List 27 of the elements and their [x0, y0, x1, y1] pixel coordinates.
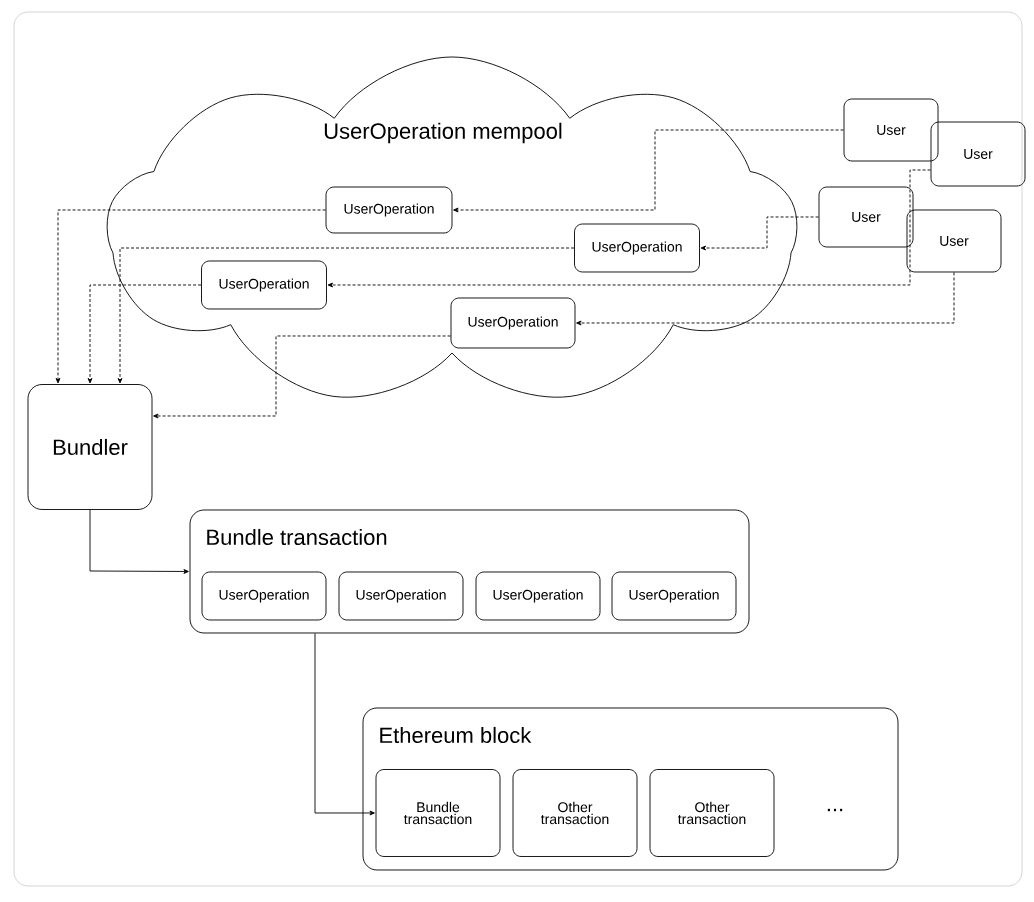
arrow [153, 335, 451, 419]
process-box: UserOperation [611, 571, 737, 621]
arrow [89, 509, 189, 574]
arrow [576, 272, 955, 326]
transaction-box: Other transaction [512, 769, 638, 857]
user-box: User [930, 121, 1026, 187]
user-box: User [818, 186, 914, 248]
user-box: User [843, 98, 939, 162]
process-box: UserOperation [201, 571, 327, 621]
arrow [327, 169, 931, 288]
ellipsis-text: ... [827, 808, 843, 812]
arrow [117, 247, 575, 384]
arrow [453, 129, 844, 213]
process-box: UserOperation [325, 186, 453, 234]
transaction-box: Bundle transaction [375, 769, 501, 857]
arrow [87, 284, 202, 384]
arrow [700, 216, 819, 251]
process-box: UserOperation [475, 571, 601, 621]
transaction-box: Other transaction [649, 769, 775, 857]
bundler-box: Bundler [27, 384, 153, 510]
process-box: UserOperation [338, 571, 464, 621]
process-box: UserOperation [201, 260, 327, 310]
process-box: UserOperation [574, 223, 700, 273]
process-box: UserOperation [450, 297, 576, 349]
user-box: User [906, 209, 1002, 273]
arrow [314, 633, 375, 816]
arrow [55, 209, 326, 384]
